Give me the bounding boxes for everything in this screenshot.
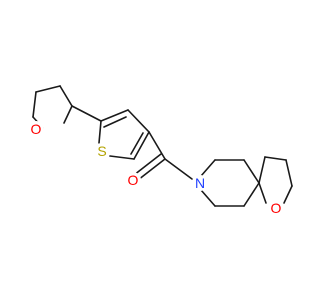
- atom-label-o: O: [271, 200, 282, 216]
- bond: [258, 156, 266, 184]
- bond: [32, 91, 37, 118]
- bond: [200, 189, 216, 207]
- bond: [283, 185, 293, 204]
- bond: [243, 159, 260, 184]
- bond: [200, 159, 216, 177]
- bond: [148, 131, 166, 160]
- bond: [71, 105, 102, 122]
- atom-nitrogen: N: [192, 175, 208, 191]
- molecule-canvas: O S O N O: [28, 85, 293, 216]
- bond: [109, 155, 135, 160]
- bond: [103, 116, 127, 128]
- bond: [35, 85, 61, 93]
- bond: [137, 158, 166, 181]
- atom-oxygen-carbonyl: O: [125, 172, 141, 188]
- atom-labels: O S O N O: [28, 121, 284, 216]
- atom-sulfur: S: [94, 143, 110, 159]
- atom-label-o: O: [128, 172, 139, 188]
- molecule-structure: O S O N O: [28, 85, 293, 216]
- bonds: [32, 85, 293, 207]
- bond: [98, 120, 102, 144]
- bond: [133, 153, 162, 176]
- bond: [264, 156, 287, 161]
- bond: [164, 158, 193, 180]
- atom-oxygen-thf: O: [28, 121, 44, 137]
- atom-oxygen-spiro: O: [268, 200, 284, 216]
- bond: [130, 132, 144, 155]
- bond: [127, 109, 150, 133]
- bond: [243, 182, 260, 207]
- bond: [63, 105, 73, 124]
- atom-label-s: S: [97, 143, 106, 159]
- atom-label-n: N: [195, 175, 205, 191]
- bond: [285, 159, 293, 187]
- atom-label-o: O: [31, 121, 42, 137]
- bond: [59, 85, 73, 107]
- bond: [258, 182, 267, 204]
- bond: [133, 131, 150, 160]
- bond: [100, 109, 129, 122]
